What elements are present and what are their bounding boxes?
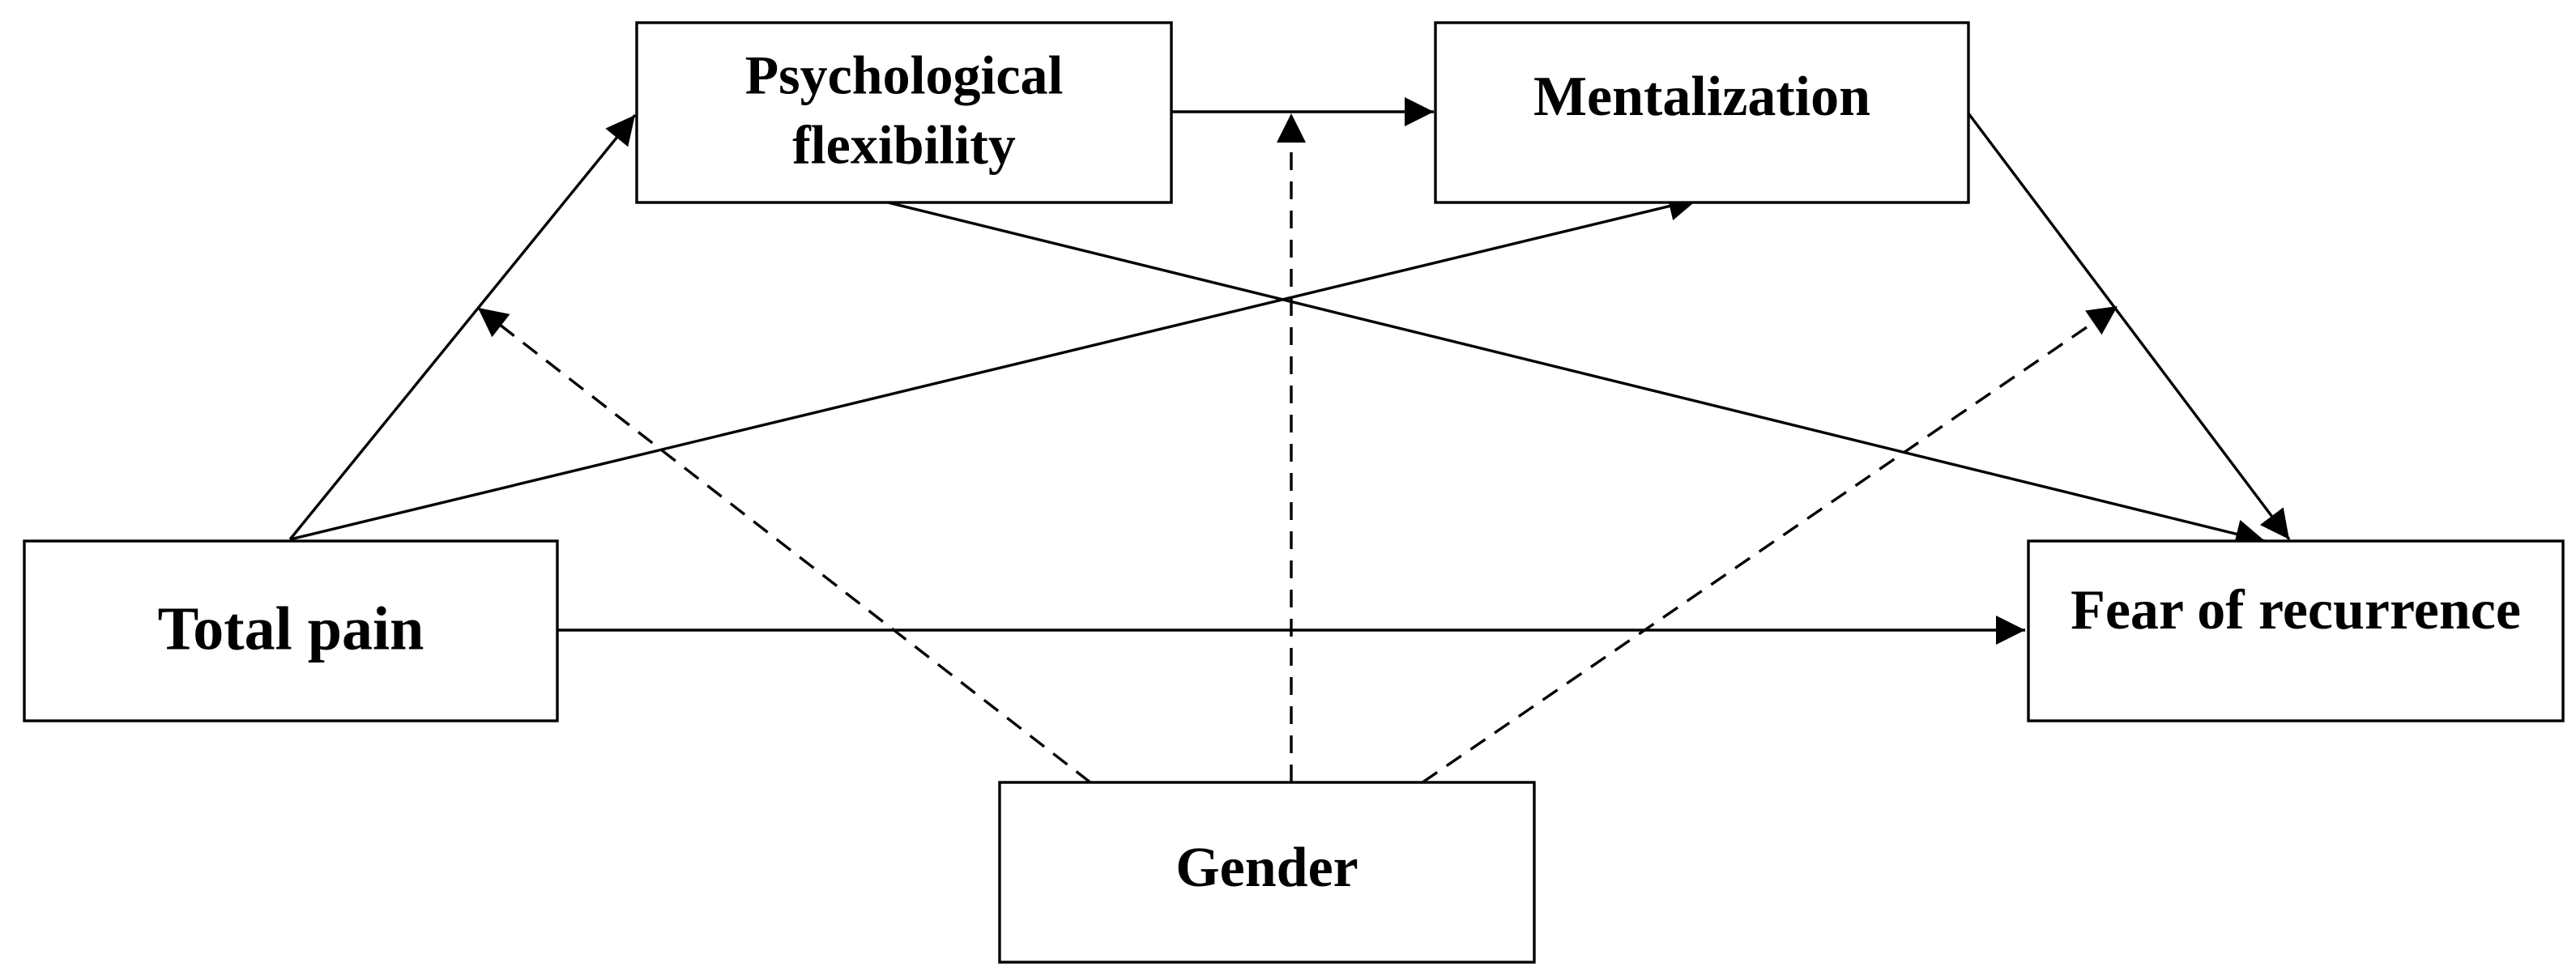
node-box [635, 21, 1173, 204]
edge-flexibility-to-fear [881, 199, 2266, 548]
edge-totalpain-to-flexibility [288, 113, 637, 541]
node-box [2027, 539, 2565, 722]
node-label-total-pain: Total pain [158, 594, 424, 663]
moderation-gender-on-a-path [476, 306, 1092, 784]
node-fear-of-recurrence: Fear of recurrence [2027, 539, 2565, 722]
node-mentalization: Mentalization [1434, 21, 1970, 204]
node-psychological-flexibility: Psychological flexibility [635, 21, 1173, 204]
node-box [23, 539, 559, 722]
edges [288, 97, 2291, 784]
node-label-fear-of-recurrence: Fear of recurrence [2071, 579, 2521, 641]
node-box [1434, 21, 1970, 204]
node-box [998, 781, 1536, 964]
node-total-pain: Total pain [23, 539, 559, 722]
moderation-gender-on-b-path [1422, 305, 2118, 784]
node-label-gender: Gender [1175, 837, 1358, 899]
node-label-psychological-flexibility-line2: flexibility [792, 114, 1016, 176]
node-label-mentalization: Mentalization [1533, 66, 1870, 128]
edge-totalpain-to-mentalization [289, 191, 1699, 541]
node-label-psychological-flexibility-line1: Psychological [745, 45, 1064, 106]
edge-mentalization-to-fear [1967, 112, 2291, 541]
node-gender: Gender [998, 781, 1536, 964]
